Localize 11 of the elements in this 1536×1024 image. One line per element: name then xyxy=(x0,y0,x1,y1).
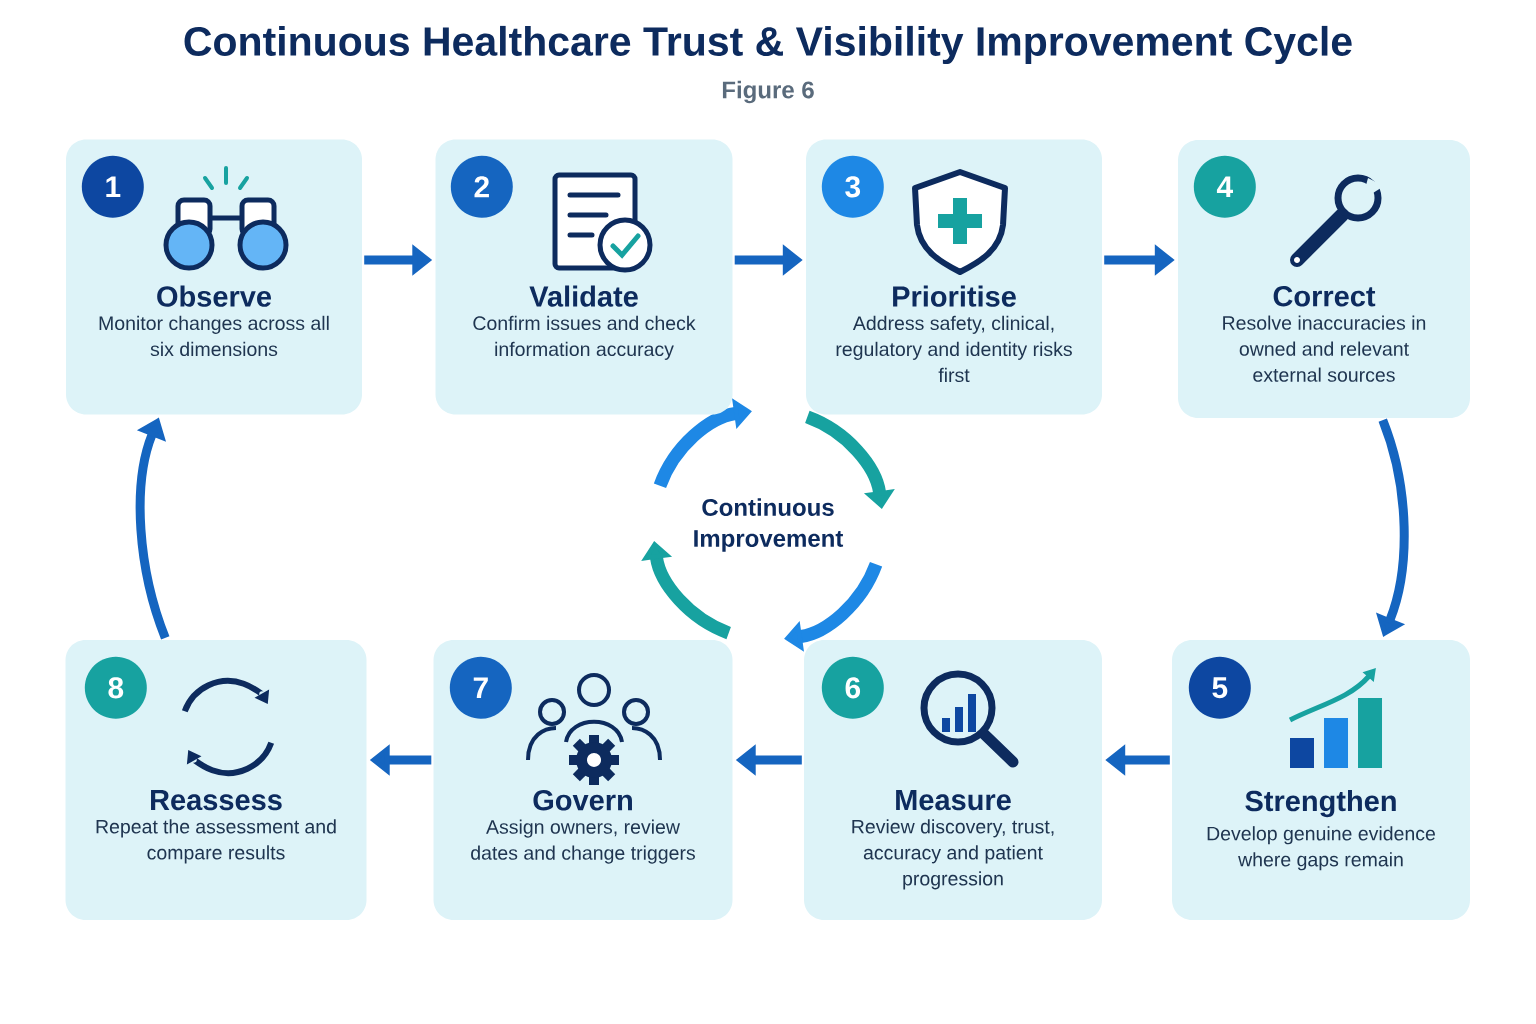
number-badge: 1 xyxy=(81,155,144,218)
title: Continuous Healthcare Trust & Visibility Improvement Cycle xyxy=(184,25,1352,65)
center-label: Continuous Improvement xyxy=(694,498,844,552)
number-badge: 2 xyxy=(450,155,513,218)
number-badge: 4 xyxy=(1193,155,1256,218)
number-badge: 8 xyxy=(84,656,147,719)
number-badge: 3 xyxy=(821,155,884,218)
number-badge: 5 xyxy=(1188,656,1251,719)
subtitle: Figure 6 xyxy=(722,80,814,104)
number-badge: 6 xyxy=(821,656,884,719)
number-badge: 7 xyxy=(449,656,512,719)
